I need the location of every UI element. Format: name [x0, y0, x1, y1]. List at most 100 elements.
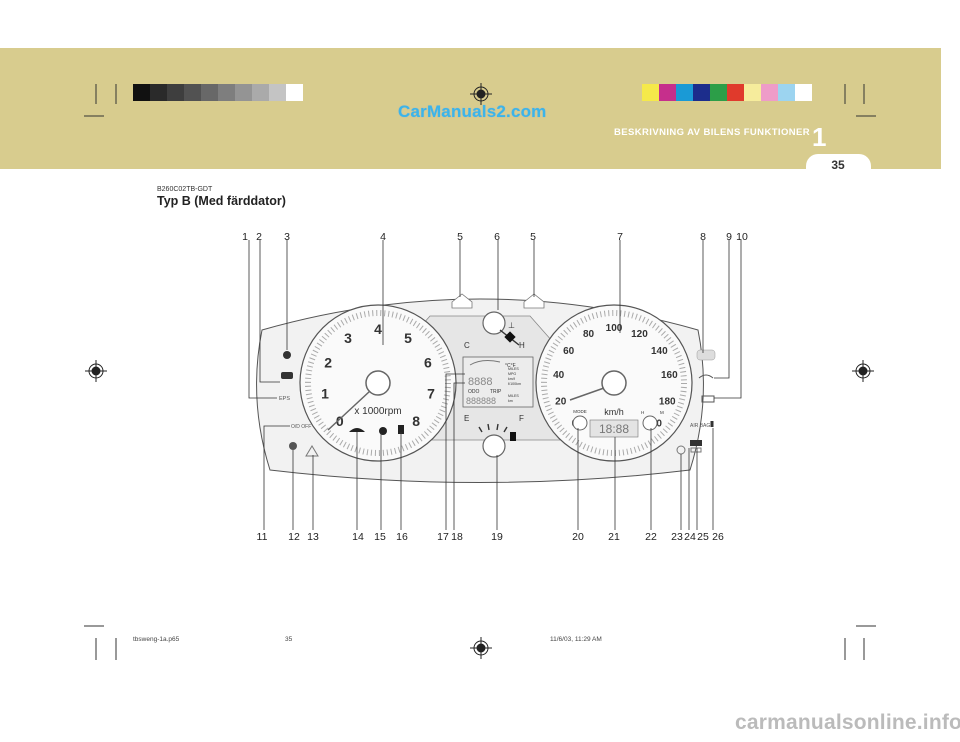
color-swatch — [693, 84, 710, 101]
temp-indicator-icon — [504, 331, 516, 343]
section-code: B260C02TB-GDT — [157, 186, 213, 193]
footer-timestamp: 11/6/03, 11:29 AM — [550, 636, 602, 643]
color-swatch — [795, 84, 812, 101]
speed-number: 40 — [553, 370, 565, 381]
temp-cold-label: C — [464, 341, 470, 350]
gray-swatch — [286, 84, 303, 101]
lcd-digits-top: 8888 — [468, 376, 492, 388]
lcd-side-label: MILES — [508, 367, 519, 371]
gray-swatch — [201, 84, 218, 101]
callout-bottom: 13 — [307, 531, 319, 543]
speed-number: 160 — [661, 370, 678, 381]
od-off-label: O/D OFF — [291, 424, 311, 430]
high-beam-icon — [349, 428, 365, 432]
mode-label: MODE — [573, 409, 587, 414]
callout-bottom: 17 — [437, 531, 449, 543]
right-turn-signal-icon — [523, 293, 545, 309]
speed-number: 80 — [583, 329, 595, 340]
tach-unit: x 1000rpm — [354, 406, 401, 417]
airbag-label: AIR BAG — [690, 423, 710, 429]
header-band — [0, 48, 941, 169]
color-swatch — [727, 84, 744, 101]
fuel-pump-icon — [510, 432, 516, 441]
callout-bottom: 12 — [288, 531, 300, 543]
lcd-temp-unit: °C°F — [505, 363, 516, 369]
color-swatch — [676, 84, 693, 101]
page-number: 35 — [831, 158, 845, 172]
callout-top: 9 — [726, 231, 732, 243]
lcd-trip-label: TRIP — [490, 389, 502, 395]
gray-swatch — [252, 84, 269, 101]
speed-unit: km/h — [604, 407, 624, 417]
callout-top: 6 — [494, 231, 500, 243]
color-swatch — [778, 84, 795, 101]
speed-number: 140 — [651, 346, 668, 357]
shift-indicator-icon — [690, 447, 702, 453]
abs-icon — [305, 445, 319, 457]
oil-pressure-icon — [698, 374, 714, 379]
color-swatch — [659, 84, 676, 101]
gray-swatch — [167, 84, 184, 101]
lcd-side-label: km — [508, 399, 513, 403]
speed-number: 60 — [563, 346, 575, 357]
gray-swatch — [235, 84, 252, 101]
tach-number: 6 — [424, 354, 432, 370]
tach-number: 0 — [336, 413, 344, 429]
color-swatch — [761, 84, 778, 101]
parking-brake-icon — [690, 440, 702, 446]
gray-swatch — [150, 84, 167, 101]
callout-bottom: 21 — [608, 531, 620, 543]
mode-button — [572, 415, 588, 431]
callout-top: 4 — [380, 231, 386, 243]
crop-marks — [84, 84, 876, 660]
tach-number: 2 — [324, 354, 332, 370]
speed-number: 100 — [606, 323, 623, 334]
battery-icon — [701, 395, 715, 403]
tach-number: 7 — [427, 386, 435, 402]
lcd-side-label: MILES — [508, 394, 519, 398]
color-swatch — [642, 84, 659, 101]
callout-top: 1 — [242, 231, 248, 243]
eps-label: EPS — [279, 396, 290, 402]
thermometer-icon: ⊥ — [508, 321, 515, 330]
right-warning-icons: AIR BAG — [676, 349, 716, 455]
trip-computer-display: 8888 °C°F ODO TRIP 888888 MILESMPGkm/ℓℓ/… — [462, 356, 534, 408]
callout-top: 10 — [736, 231, 748, 243]
callout-bottom: 18 — [451, 531, 463, 543]
left-turn-signal-icon — [451, 293, 473, 309]
lcd-side-label: km/ℓ — [508, 377, 516, 381]
adjust-button — [642, 415, 658, 431]
callout-bottom: 25 — [697, 531, 709, 543]
tach-number: 8 — [412, 413, 420, 429]
callout-bottom: 26 — [712, 531, 724, 543]
chapter-number: 1 — [812, 122, 827, 152]
callout-top: 5 — [530, 231, 536, 243]
gray-swatch — [184, 84, 201, 101]
speed-number: 120 — [631, 329, 648, 340]
clock-display — [589, 419, 639, 438]
speed-number: 20 — [555, 396, 567, 407]
tach-number: 1 — [321, 386, 329, 402]
seatbelt-warning-icon — [283, 351, 291, 359]
check-engine-icon — [696, 349, 716, 361]
color-calibration-strip — [642, 84, 812, 101]
watermark: CarManuals2.com — [398, 102, 547, 121]
tach-number: 5 — [404, 330, 412, 346]
page-tab — [806, 154, 871, 178]
fuel-gauge: E F — [464, 414, 524, 458]
callout-top: 8 — [700, 231, 706, 243]
door-ajar-icon — [281, 372, 293, 379]
clock-digits: 18:88 — [599, 422, 629, 436]
color-swatch — [710, 84, 727, 101]
fuel-empty-label: E — [464, 414, 469, 423]
section-title: BESKRIVNING AV BILENS FUNKTIONER — [614, 127, 810, 138]
temperature-gauge: C H ⊥ — [464, 311, 525, 350]
fuel-full-label: F — [519, 414, 524, 423]
registration-targets — [85, 83, 874, 659]
callout-top: 5 — [457, 231, 463, 243]
low-fuel-icon — [398, 425, 404, 434]
speed-number: 180 — [659, 396, 676, 407]
callout-bottom: 11 — [257, 531, 268, 543]
